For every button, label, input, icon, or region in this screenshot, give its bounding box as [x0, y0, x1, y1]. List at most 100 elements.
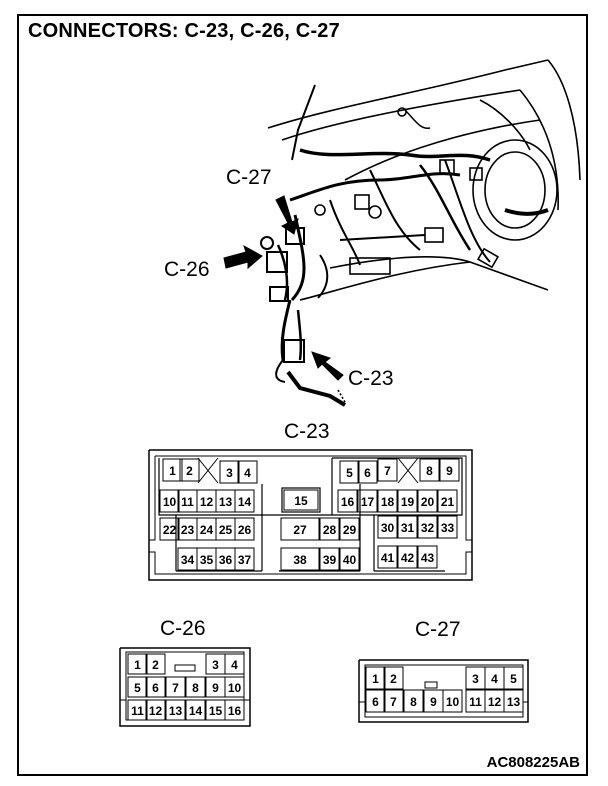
pin-number: 24 — [200, 523, 214, 537]
pin-cell — [437, 515, 458, 539]
pin-number: 8 — [426, 464, 433, 478]
pin-number: 17 — [361, 495, 375, 509]
pin-cell — [319, 547, 340, 571]
pin-number: 13 — [169, 704, 183, 718]
pin-number: 34 — [181, 553, 195, 567]
pin-number: 4 — [491, 672, 498, 686]
pin-number: 28 — [323, 523, 337, 537]
pin-number: 6 — [364, 466, 371, 480]
pin-number: 1 — [169, 464, 176, 478]
pin-cell — [237, 460, 258, 484]
pin-number: 33 — [441, 521, 455, 535]
pin-cell — [357, 460, 378, 484]
page-title: CONNECTORS: C-23, C-26, C-27 — [28, 20, 340, 42]
pin-number: 25 — [219, 523, 233, 537]
pin-number: 40 — [343, 553, 357, 567]
pin-cell — [365, 666, 386, 690]
pin-number: 36 — [219, 553, 233, 567]
callout-arrows — [223, 195, 344, 381]
c23-diagram-label: C-23 — [284, 420, 330, 443]
pin-cell — [280, 547, 320, 571]
pin-cell — [145, 699, 166, 721]
callout-label-c26: C-26 — [164, 258, 210, 281]
pin-cell — [224, 653, 245, 675]
pin-number: 8 — [192, 681, 199, 695]
pin-number: 9 — [212, 681, 219, 695]
pin-number: 16 — [341, 495, 355, 509]
pin-number: 13 — [219, 495, 233, 509]
pin-number: 11 — [181, 495, 194, 509]
pin-cell — [339, 460, 360, 484]
pin-cell — [503, 666, 524, 690]
pin-number: 1 — [134, 658, 141, 672]
pin-cell — [357, 489, 378, 513]
pin-cell — [403, 689, 424, 713]
pin-number: 30 — [381, 521, 395, 535]
pin-cell — [503, 689, 524, 713]
pin-number: 16 — [228, 704, 242, 718]
pin-number: 15 — [209, 704, 223, 718]
pin-cell — [283, 489, 319, 511]
pin-cell — [165, 676, 186, 698]
pin-cell — [377, 545, 398, 569]
pin-number: 9 — [430, 695, 437, 709]
pin-cell — [365, 689, 386, 713]
pin-number: 21 — [441, 495, 455, 509]
c26-diagram-label: C-26 — [160, 617, 206, 640]
pin-number: 4 — [244, 466, 251, 480]
pin-number: 18 — [381, 495, 395, 509]
pin-cell — [224, 676, 245, 698]
pin-cell — [337, 489, 358, 513]
pin-number: 11 — [469, 695, 482, 709]
pin-cell — [397, 489, 418, 513]
pin-cell — [383, 689, 404, 713]
pin-number: 12 — [149, 704, 163, 718]
pin-number: 7 — [172, 681, 179, 695]
pin-number: 3 — [472, 672, 479, 686]
pin-cell — [224, 699, 245, 721]
document-id: AC808225AB — [486, 754, 580, 771]
pin-number: 14 — [238, 495, 252, 509]
pin-cell — [397, 515, 418, 539]
pin-number: 2 — [390, 672, 397, 686]
pin-cell — [234, 489, 255, 513]
pin-number: 3 — [212, 658, 219, 672]
pin-number: 12 — [200, 495, 214, 509]
pin-cell — [145, 653, 166, 675]
pin-number: 22 — [163, 523, 177, 537]
pin-number: 20 — [421, 495, 435, 509]
pin-cell — [383, 666, 404, 690]
pin-number: 6 — [152, 681, 159, 695]
pin-cell — [397, 545, 418, 569]
pin-number: 35 — [200, 553, 214, 567]
pin-cell — [165, 699, 186, 721]
pin-cell — [417, 545, 438, 569]
figure-frame — [17, 14, 588, 776]
pin-cell — [339, 517, 360, 541]
pin-cell — [234, 547, 255, 571]
c27-diagram-label: C-27 — [415, 618, 461, 641]
pin-number: 42 — [401, 551, 415, 565]
pin-cell — [127, 676, 148, 698]
pin-number: 2 — [152, 658, 159, 672]
pin-cell — [159, 489, 180, 513]
pin-number: 9 — [446, 464, 453, 478]
pin-number: 39 — [323, 553, 337, 567]
pin-cell — [185, 699, 206, 721]
pin-number: 41 — [381, 551, 395, 565]
callout-label-c27: C-27 — [226, 166, 272, 189]
pin-number: 19 — [401, 495, 415, 509]
pin-number: 14 — [189, 704, 203, 718]
pin-number: 7 — [390, 695, 397, 709]
pin-cell — [162, 458, 183, 482]
pin-cell — [417, 515, 438, 539]
pin-cell — [159, 517, 180, 541]
pin-number: 37 — [238, 553, 252, 567]
pin-number: 5 — [346, 466, 353, 480]
pin-cell — [437, 489, 458, 513]
pin-cell — [439, 458, 460, 482]
pin-number: 3 — [226, 466, 233, 480]
